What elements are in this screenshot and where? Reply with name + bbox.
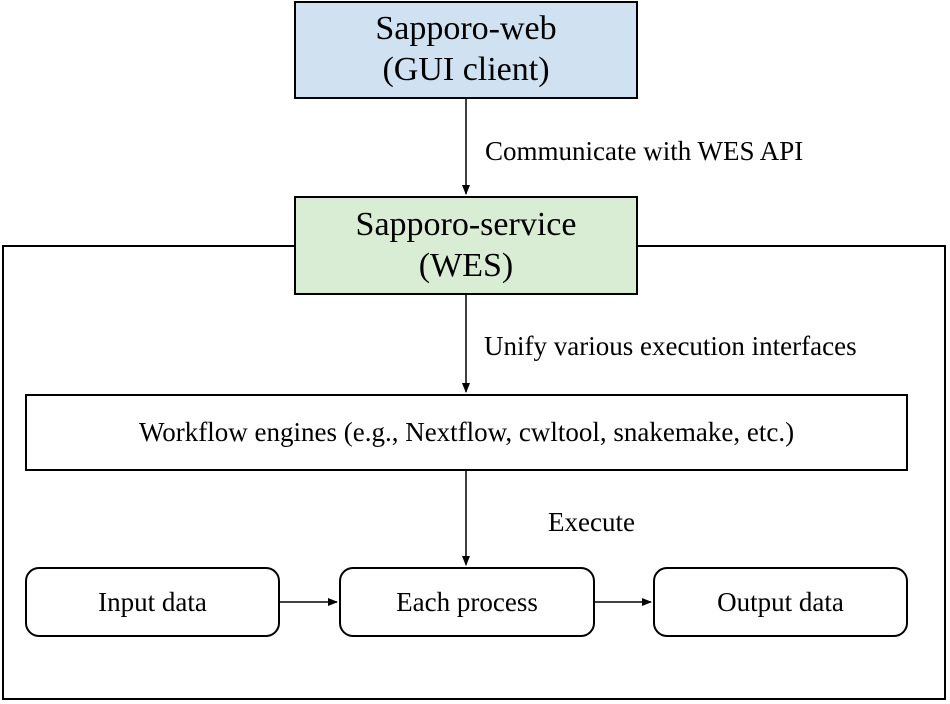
node-workflow-engines-label: Workflow engines (e.g., Nextflow, cwltoo… bbox=[138, 417, 795, 448]
edge-label-unify: Unify various execution interfaces bbox=[484, 331, 857, 361]
node-sapporo-service-title: Sapporo-service bbox=[355, 205, 577, 243]
node-each-process: Each process bbox=[339, 567, 595, 637]
node-sapporo-service-subtitle: (WES) bbox=[418, 246, 514, 284]
node-sapporo-web-subtitle: (GUI client) bbox=[382, 51, 550, 88]
node-input-data: Input data bbox=[25, 567, 280, 637]
node-output-data: Output data bbox=[653, 567, 908, 637]
node-sapporo-web-title: Sapporo-web bbox=[375, 10, 557, 48]
node-sapporo-service: Sapporo-service (WES) bbox=[294, 196, 638, 295]
node-each-process-label: Each process bbox=[396, 586, 538, 617]
node-output-data-label: Output data bbox=[717, 586, 844, 617]
node-input-data-label: Input data bbox=[98, 586, 207, 617]
node-sapporo-web: Sapporo-web (GUI client) bbox=[294, 1, 638, 99]
edge-label-communicate: Communicate with WES API bbox=[485, 136, 804, 166]
edge-label-execute: Execute bbox=[548, 507, 635, 537]
node-workflow-engines: Workflow engines (e.g., Nextflow, cwltoo… bbox=[25, 394, 908, 471]
